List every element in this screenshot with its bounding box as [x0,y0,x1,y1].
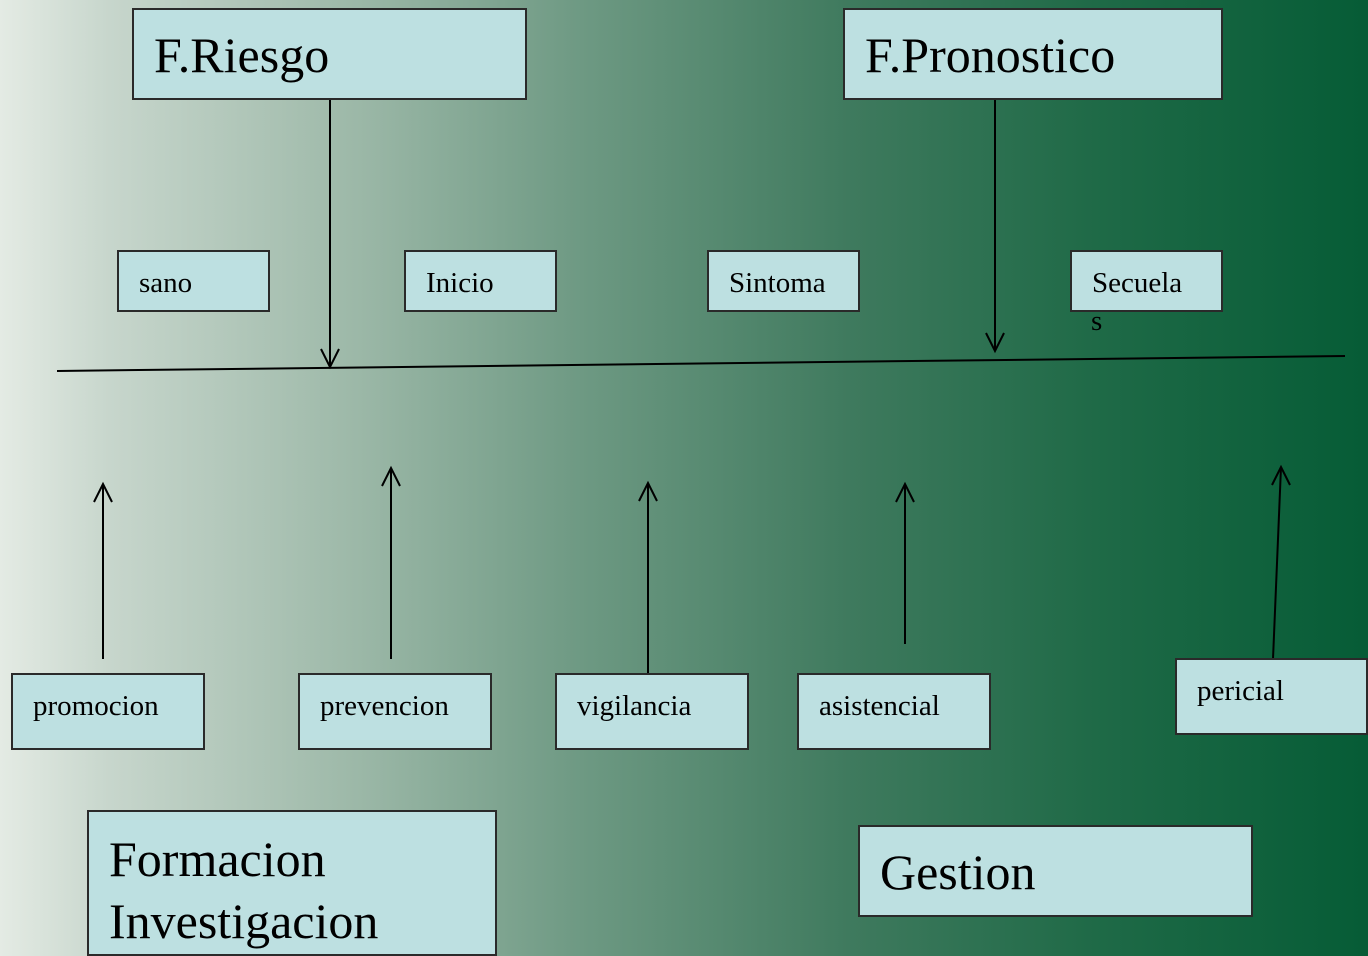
stage-sintoma-box: Sintoma [707,250,860,312]
stage-sintoma-label: Sintoma [729,267,826,299]
stage-secuelas-overflow: s [1091,305,1103,337]
activity-vigilancia-label: vigilancia [577,690,692,722]
activity-prevencion-box: prevencion [298,673,492,750]
stage-inicio-label: Inicio [426,267,494,299]
pericial-arrow-head [1271,464,1291,486]
pronostico-factor-box: F.Pronostico [843,8,1223,100]
timeline-axis [56,355,1346,372]
riesgo-arrow-head [320,348,340,370]
activity-pericial-label: pericial [1197,675,1284,707]
stage-secuelas-label: Secuela [1092,267,1183,299]
pronostico-arrow-head [985,332,1005,354]
activity-promocion-box: promocion [11,673,205,750]
gestion-box: Gestion [858,825,1253,917]
gestion-label: Gestion [880,844,1036,900]
formacion-investigacion-box: Formacion Investigacion [87,810,497,956]
pronostico-factor-label: F.Pronostico [865,27,1116,83]
activity-asistencial-label: asistencial [819,690,940,722]
riesgo-factor-box: F.Riesgo [132,8,527,100]
stage-inicio-box: Inicio [404,250,557,312]
pericial-arrow-shaft [1272,466,1282,660]
vigilancia-arrow-head [638,480,658,502]
asistencial-arrow-head [895,481,915,503]
investigacion-label: Investigacion [109,893,379,949]
prevencion-arrow-head [381,465,401,487]
stage-secuelas-box: Secuela [1070,250,1223,312]
promocion-arrow-head [93,481,113,503]
activity-pericial-box: pericial [1175,658,1368,735]
activity-prevencion-label: prevencion [320,690,449,722]
formacion-label: Formacion [109,831,326,887]
stage-sano-box: sano [117,250,270,312]
activity-promocion-label: promocion [33,690,159,722]
activity-vigilancia-box: vigilancia [555,673,749,750]
stage-sano-label: sano [139,267,193,299]
riesgo-factor-label: F.Riesgo [154,27,330,83]
activity-asistencial-box: asistencial [797,673,991,750]
